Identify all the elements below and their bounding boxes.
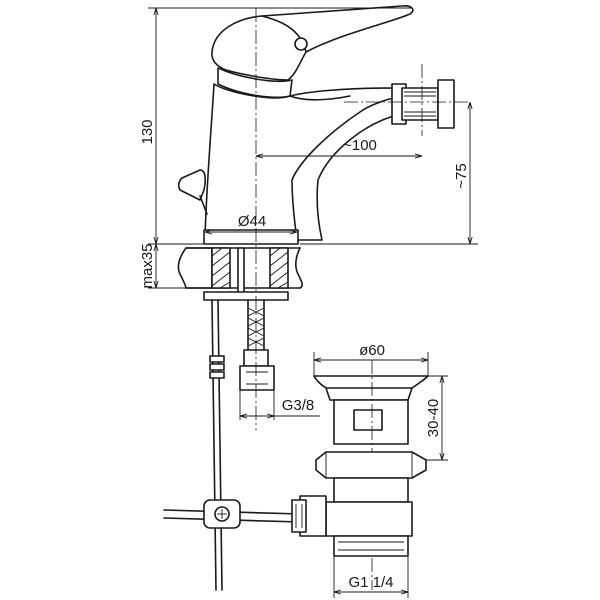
mixer-body — [204, 83, 395, 241]
dim-thread-hose: G3/8 — [282, 397, 315, 414]
dimension-lines — [148, 7, 478, 598]
dim-diameter-body: Ø44 — [238, 213, 266, 230]
stopper-window — [353, 409, 383, 431]
linkage-port-nut — [291, 499, 307, 533]
dim-height-total: 130 — [139, 119, 156, 144]
dim-waste-thread: G1 1/4 — [348, 574, 393, 591]
dim-waste-adjust: 30-40 — [425, 399, 442, 437]
hose-nut — [239, 365, 275, 391]
faucet-assembly — [177, 5, 470, 300]
dim-waste-diameter: ø60 — [359, 342, 385, 359]
handle-pivot — [294, 37, 308, 51]
waste-assembly — [291, 360, 429, 590]
lever-handle — [211, 5, 414, 81]
dim-counter-max: max35 — [139, 243, 156, 288]
popup-knob — [177, 169, 206, 201]
fixing-plate — [203, 291, 289, 301]
countertop-section — [177, 247, 303, 301]
popup-rod-linkage — [163, 299, 301, 591]
dim-spout-height: ~75 — [453, 163, 470, 188]
dim-spout-reach: ~100 — [343, 137, 377, 154]
spout-nozzle — [391, 79, 455, 129]
waste-flange — [313, 375, 429, 389]
flex-hose — [239, 296, 275, 430]
